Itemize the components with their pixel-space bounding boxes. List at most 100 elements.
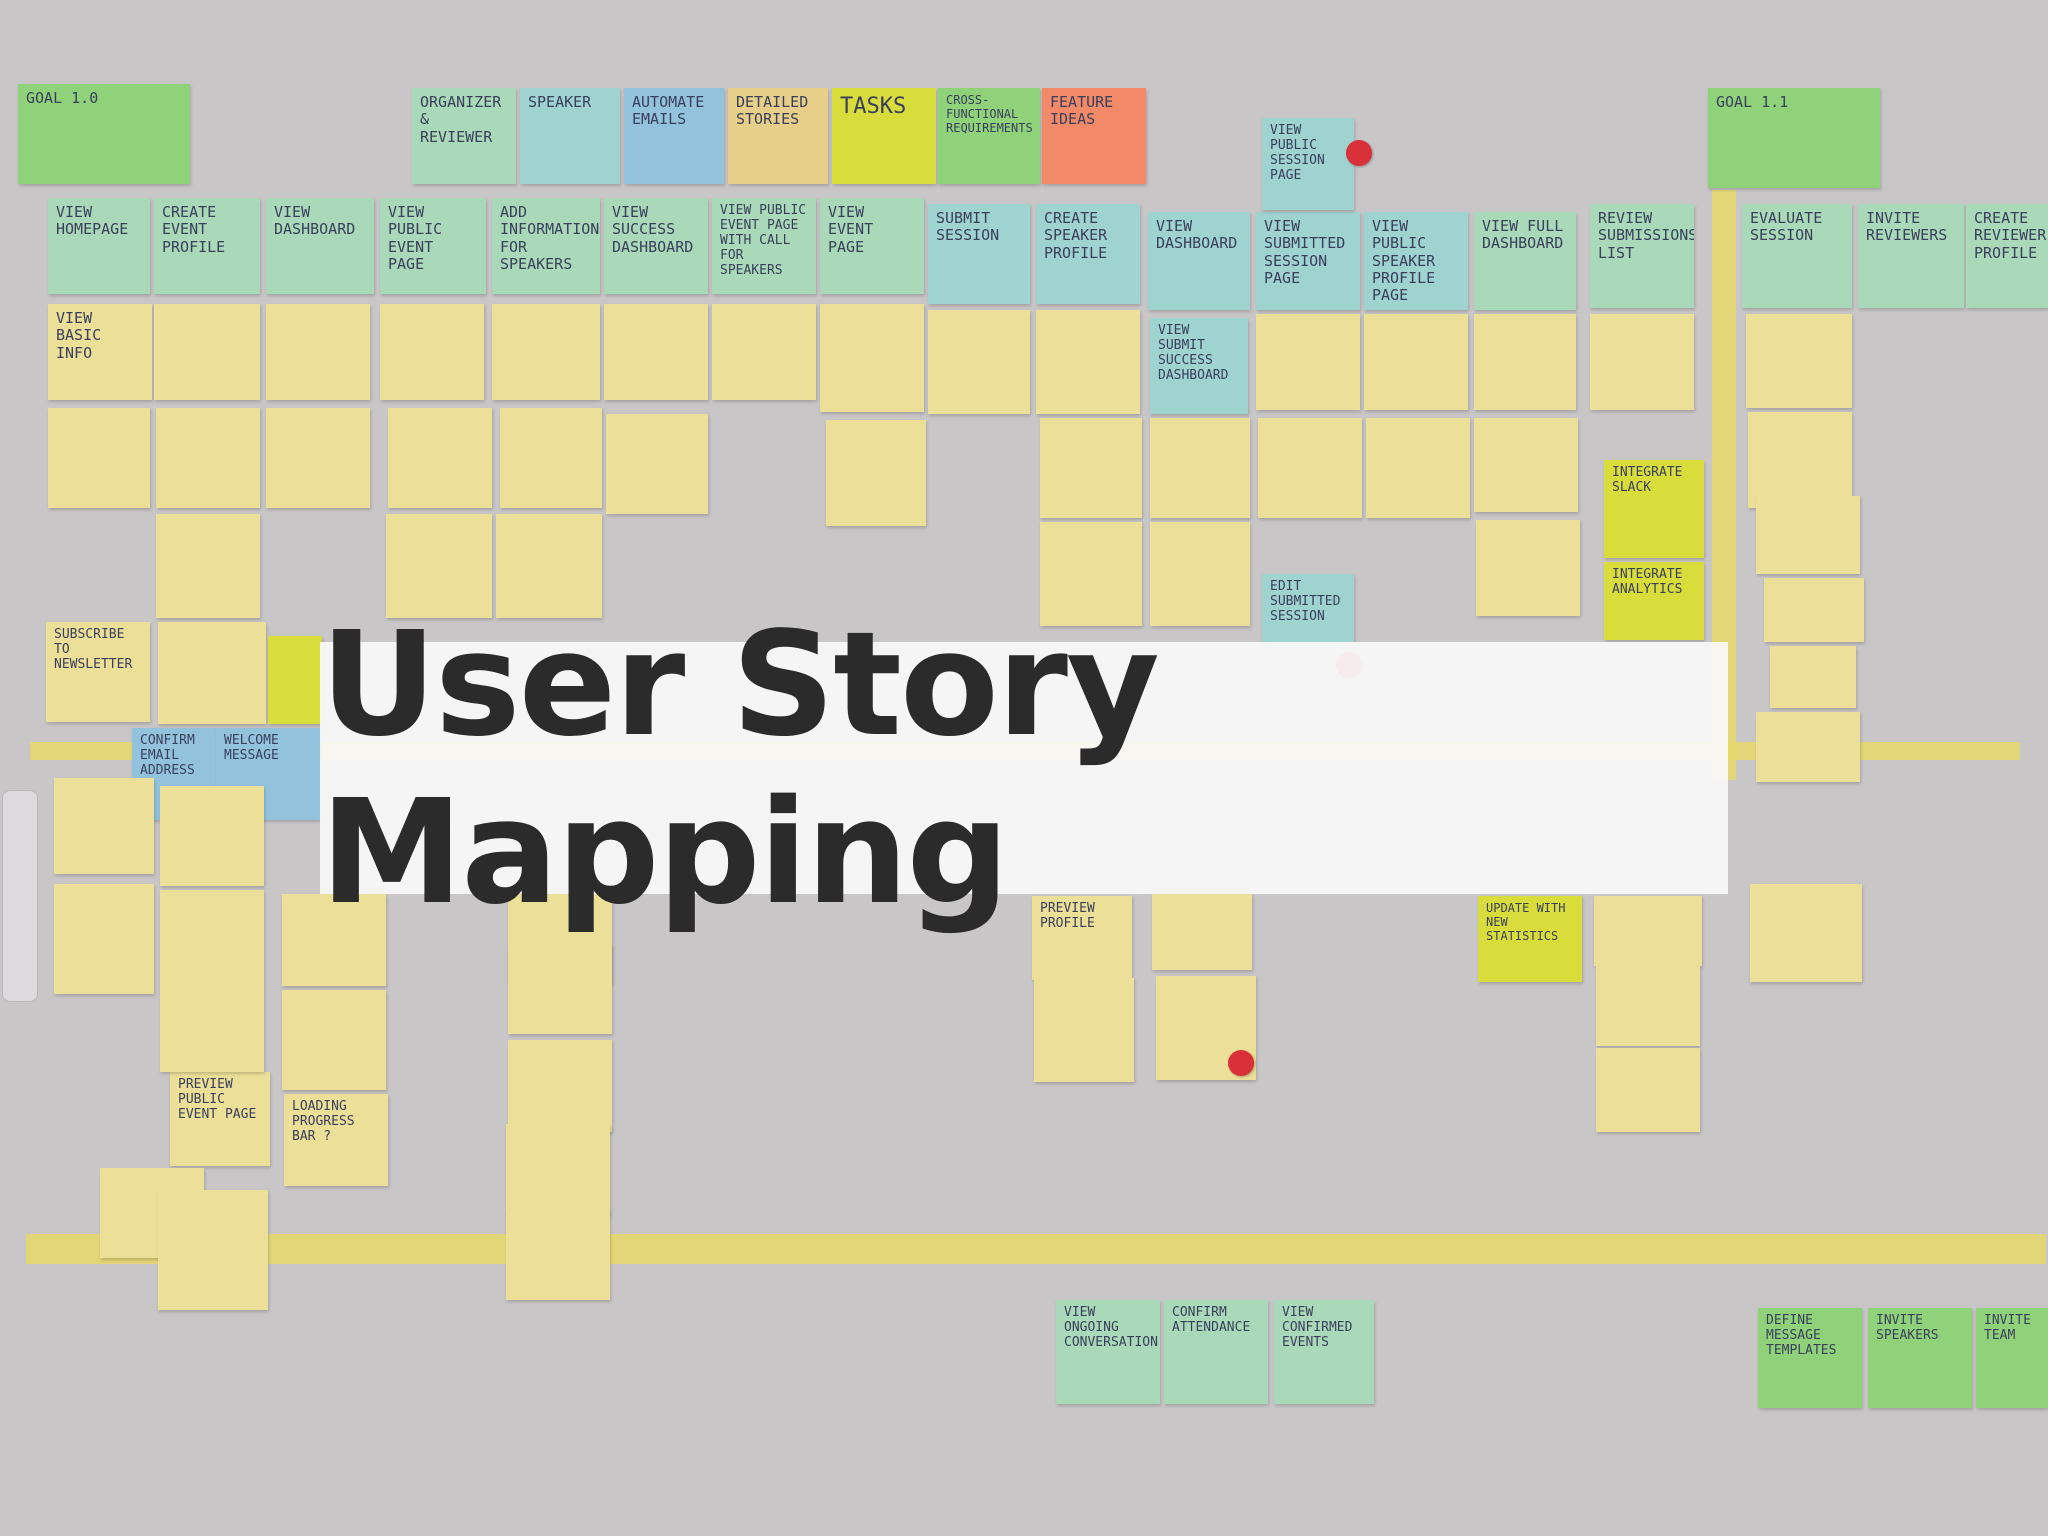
sticky-note-handwritten [1770, 646, 1856, 708]
sticky-note-handwritten [1150, 418, 1250, 518]
sticky-note: VIEW BASIC INFO [48, 304, 152, 400]
sticky-note-handwritten [1036, 310, 1140, 414]
sticky-note-handwritten [1366, 418, 1470, 518]
sticky-note: VIEW PUBLIC SESSION PAGE [1262, 118, 1354, 210]
sticky-note-handwritten [1040, 418, 1142, 518]
sticky-note: VIEW HOMEPAGE [48, 198, 150, 294]
sticky-note: INVITE SPEAKERS [1868, 1308, 1972, 1408]
sticky-note-handwritten [506, 1124, 610, 1214]
sticky-note-handwritten [154, 304, 260, 400]
sticky-note-handwritten [1594, 896, 1702, 966]
sticky-note-handwritten [500, 408, 602, 508]
sticky-note: CREATE EVENT PROFILE [154, 198, 260, 294]
sticky-note-handwritten [604, 304, 708, 400]
sticky-note-handwritten [1474, 314, 1576, 410]
sticky-note: VIEW PUBLIC EVENT PAGE WITH CALL FOR SPE… [712, 198, 816, 294]
sticky-note-handwritten [282, 990, 386, 1090]
red-pin [1228, 1050, 1254, 1076]
sticky-note: VIEW SUBMITTED SESSION PAGE [1256, 212, 1360, 310]
red-pin [1346, 140, 1372, 166]
sticky-note-handwritten [1258, 418, 1362, 518]
sticky-note: VIEW SUBMIT SUCCESS DASHBOARD [1150, 318, 1248, 414]
sticky-note-handwritten [1596, 966, 1700, 1046]
sticky-note-handwritten [1150, 522, 1250, 626]
sticky-note: CROSS-FUNCTIONAL REQUIREMENTS [938, 88, 1040, 184]
title-banner: User Story Mapping [320, 600, 1728, 936]
sticky-note: AUTOMATE EMAILS [624, 88, 724, 184]
sticky-note-handwritten [266, 304, 370, 400]
sticky-note: INVITE TEAM [1976, 1308, 2048, 1408]
sticky-note-handwritten [380, 304, 484, 400]
sticky-note-handwritten [160, 890, 264, 1072]
sticky-note-handwritten [158, 622, 266, 724]
sticky-note: ORGANIZER & REVIEWER [412, 88, 516, 184]
sticky-note-handwritten [820, 304, 924, 412]
sticky-note: UPDATE WITH NEW STATISTICS [1478, 896, 1582, 982]
sticky-note-handwritten [496, 514, 602, 618]
sticky-note-handwritten [54, 884, 154, 994]
sticky-note: SUBSCRIBE TO NEWSLETTER [46, 622, 150, 722]
sticky-note-handwritten [712, 304, 816, 400]
sticky-note: SPEAKER [520, 88, 620, 184]
sticky-note: EDIT SUBMITTED SESSION [1262, 574, 1354, 642]
sticky-note-handwritten [156, 514, 260, 618]
sticky-note: DETAILED STORIES [728, 88, 828, 184]
sticky-note-handwritten [606, 414, 708, 514]
page-title: User Story Mapping [320, 600, 1160, 936]
sticky-note: VIEW DASHBOARD [1148, 212, 1250, 310]
magnet-holder [2, 790, 38, 1002]
sticky-note: CREATE SPEAKER PROFILE [1036, 204, 1140, 304]
sticky-note: REVIEW SUBMISSIONS LIST [1590, 204, 1694, 308]
sticky-note-handwritten [48, 408, 150, 508]
sticky-note: VIEW DASHBOARD [266, 198, 374, 294]
sticky-note-handwritten [156, 408, 260, 508]
sticky-note: PREVIEW PUBLIC EVENT PAGE [170, 1072, 270, 1166]
sticky-note: VIEW EVENT PAGE [820, 198, 924, 294]
sticky-note: VIEW PUBLIC SPEAKER PROFILE PAGE [1364, 212, 1468, 310]
sticky-note-handwritten [928, 310, 1030, 414]
sticky-note: GOAL 1.1 [1708, 88, 1880, 188]
sticky-note-handwritten [282, 894, 386, 986]
sticky-note-handwritten [1476, 520, 1580, 616]
sticky-note-handwritten [1596, 1048, 1700, 1132]
sticky-note-handwritten [1256, 314, 1360, 410]
sticky-note-handwritten [1748, 412, 1852, 508]
sticky-note-handwritten [1746, 314, 1852, 408]
sticky-note: FEATURE IDEAS [1042, 88, 1146, 184]
sticky-note: GOAL 1.0 [18, 84, 190, 184]
sticky-note-handwritten [1152, 894, 1252, 970]
sticky-note-handwritten [54, 778, 154, 874]
sticky-note: VIEW ONGOING CONVERSATION [1056, 1300, 1160, 1404]
sticky-note: INTEGRATE SLACK [1604, 460, 1704, 558]
sticky-note-handwritten [492, 304, 600, 400]
sticky-note-handwritten [266, 408, 370, 508]
sticky-note-handwritten [1040, 522, 1142, 626]
sticky-note-handwritten [388, 408, 492, 508]
sticky-note: CREATE REVIEWER PROFILE [1966, 204, 2048, 308]
sticky-note: EVALUATE SESSION [1742, 204, 1852, 308]
sticky-note-handwritten [1756, 712, 1860, 782]
sticky-note: INVITE REVIEWERS [1858, 204, 1964, 308]
sticky-note: LOADING PROGRESS BAR ? [284, 1094, 388, 1186]
sticky-note: PREVIEW PROFILE [1032, 896, 1132, 980]
sticky-note-handwritten [158, 1190, 268, 1310]
sticky-note-handwritten [508, 944, 612, 1034]
sticky-note-handwritten [826, 420, 926, 526]
sticky-note: VIEW PUBLIC EVENT PAGE [380, 198, 486, 294]
sticky-note: VIEW FULL DASHBOARD [1474, 212, 1576, 310]
sticky-note: VIEW SUCCESS DASHBOARD [604, 198, 708, 294]
tape-line [26, 1234, 2046, 1264]
sticky-note-handwritten [268, 636, 322, 724]
sticky-note-handwritten [160, 786, 264, 886]
sticky-note: VIEW CONFIRMED EVENTS [1274, 1300, 1374, 1404]
sticky-note-handwritten [1750, 884, 1862, 982]
sticky-note: DEFINE MESSAGE TEMPLATES [1758, 1308, 1862, 1408]
sticky-note: TASKS [832, 88, 936, 184]
sticky-note-handwritten [1590, 314, 1694, 410]
sticky-note: ADD INFORMATION FOR SPEAKERS [492, 198, 600, 294]
sticky-note-handwritten [1034, 978, 1134, 1082]
sticky-note: CONFIRM ATTENDANCE [1164, 1300, 1268, 1404]
sticky-note-handwritten [1364, 314, 1468, 410]
sticky-note-handwritten [1474, 418, 1578, 512]
